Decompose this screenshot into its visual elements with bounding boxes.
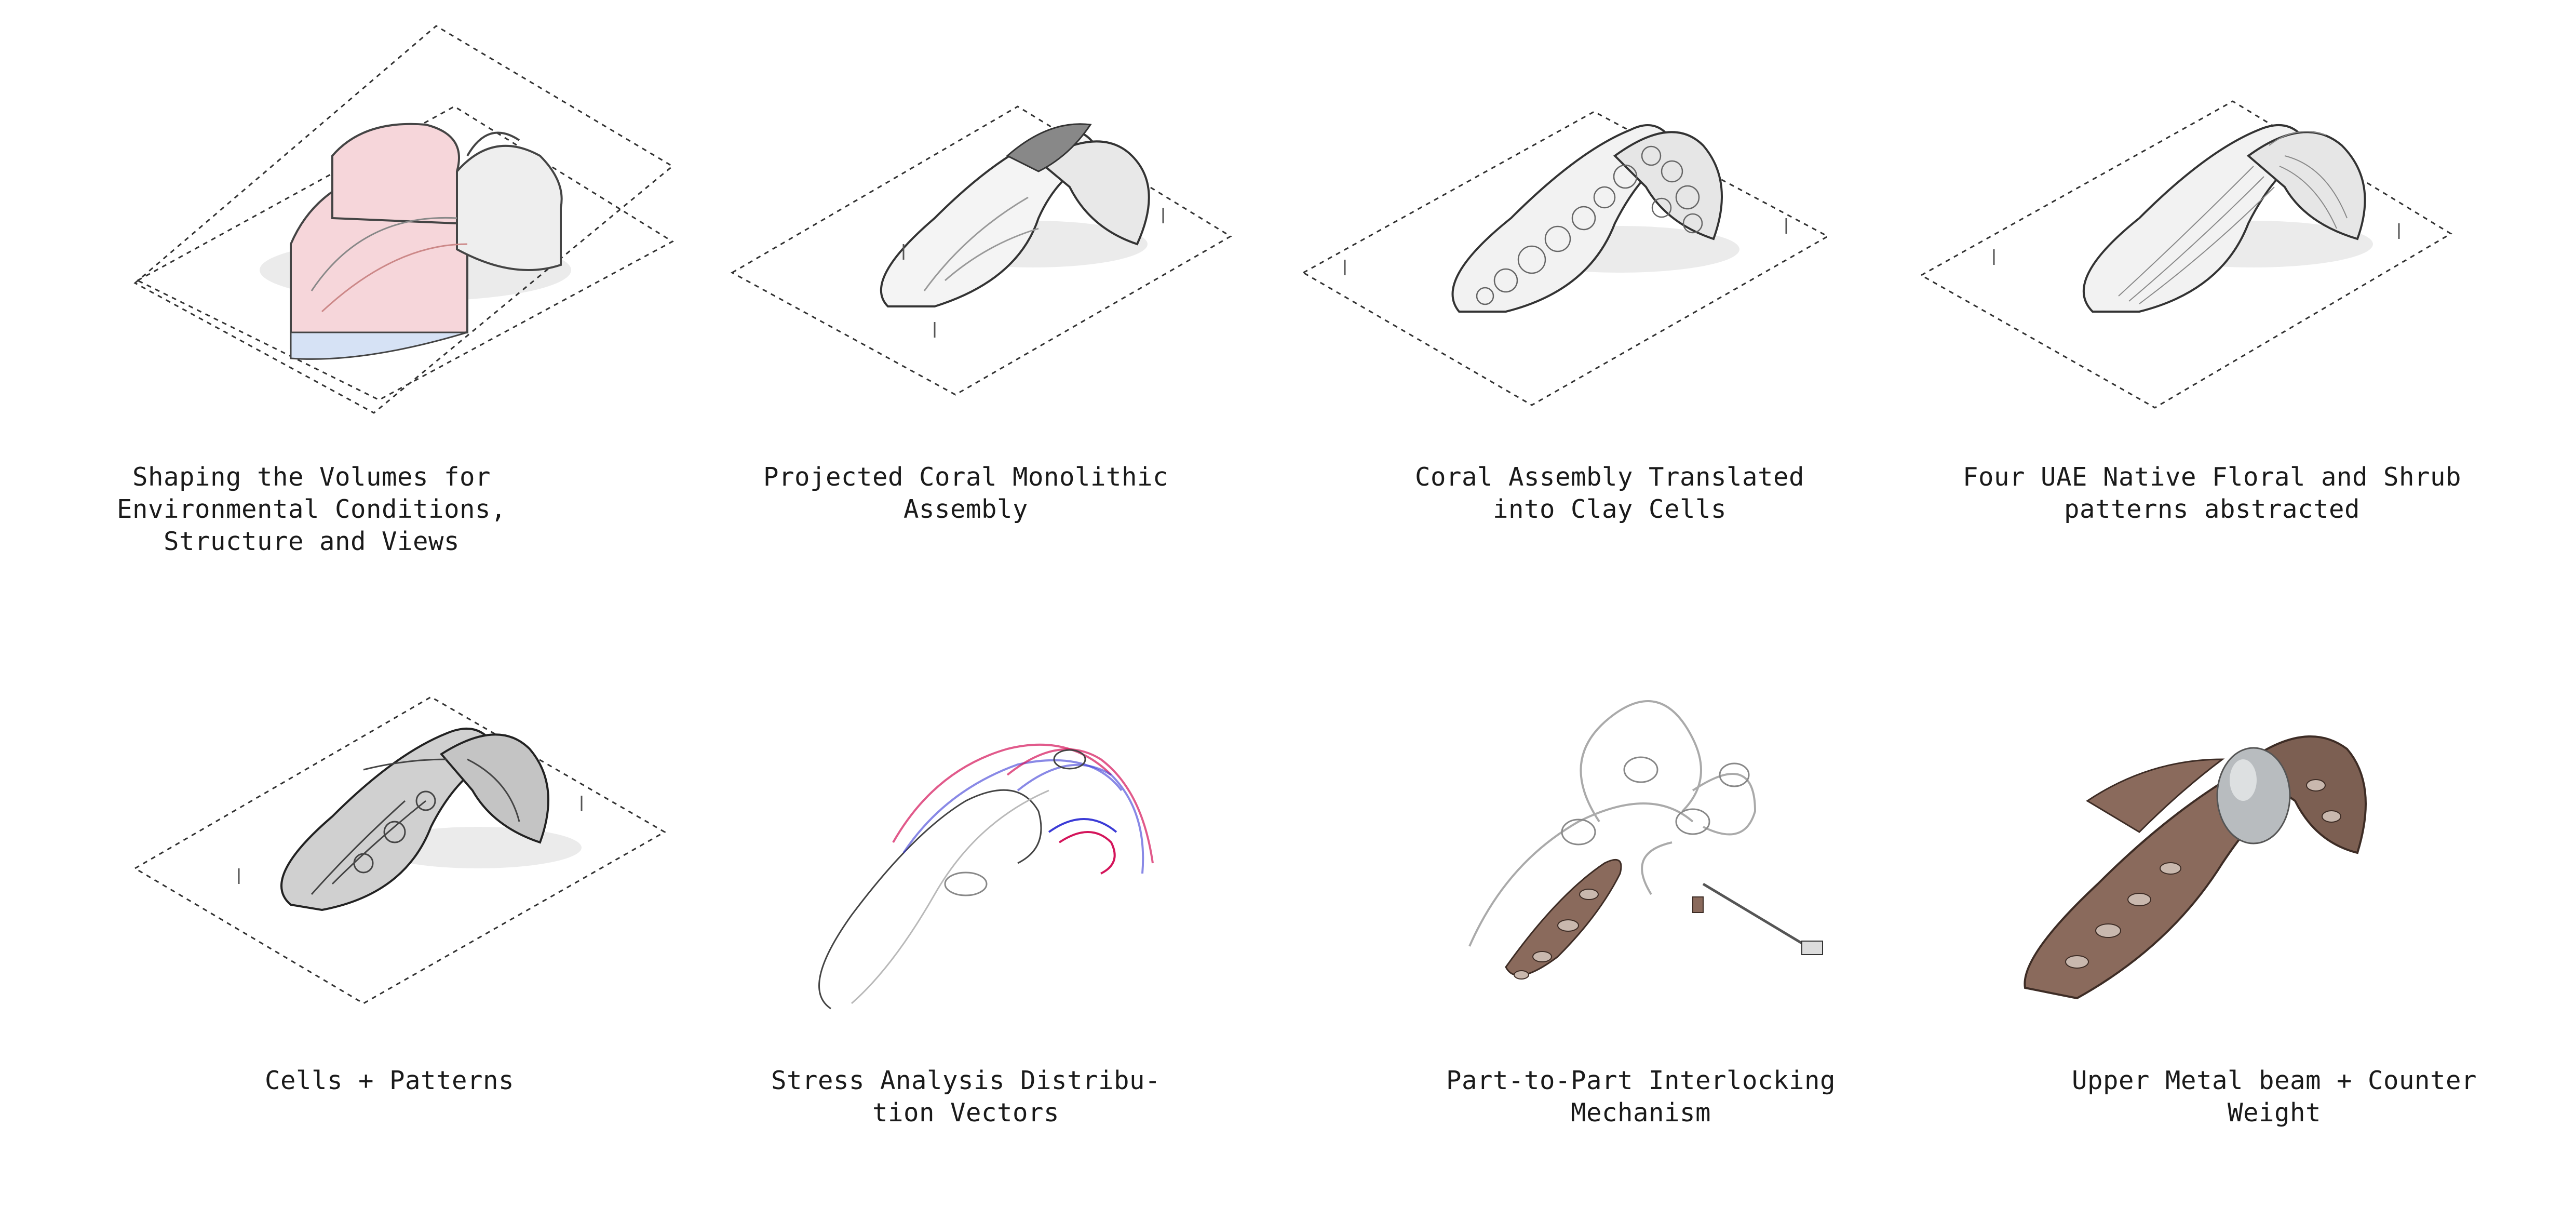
panel-caption: Stress Analysis Distribu- tion Vectors — [771, 1066, 1161, 1128]
floral-patterns-illustration — [1919, 100, 2452, 409]
panel-8: Upper Metal beam + Counter Weight — [1932, 604, 2575, 1207]
cells-patterns-illustration — [133, 696, 667, 1004]
panel-caption: Upper Metal beam + Counter Weight — [2071, 1066, 2477, 1128]
coral-monolith-illustration — [730, 105, 1232, 396]
stress-vectors-illustration — [818, 743, 1154, 1010]
panel-2: Projected Coral Monolithic Assembly — [644, 0, 1288, 604]
panel-4: Four UAE Native Floral and Shrub pattern… — [1919, 0, 2575, 604]
panel-caption: Projected Coral Monolithic Assembly — [763, 462, 1168, 524]
clay-cells-illustration — [1301, 111, 1830, 406]
panel-caption: Four UAE Native Floral and Shrub pattern… — [1962, 462, 2461, 524]
panel-7: Part-to-Part Interlocking Mechanism — [1288, 604, 1932, 1207]
panel-1: Shaping the Volumes for Environmental Co… — [0, 0, 674, 604]
interlocking-illustration — [1468, 700, 1823, 980]
metal-beam-illustration — [2024, 735, 2367, 1000]
panel-6: Stress Analysis Distribu- tion Vectors — [644, 604, 1288, 1207]
panel-5: Cells + Patterns — [0, 604, 667, 1207]
volume-massing-illustration — [133, 25, 674, 414]
panel-caption: Coral Assembly Translated into Clay Cell… — [1414, 462, 1804, 524]
panel-3: Coral Assembly Translated into Clay Cell… — [1288, 0, 1932, 604]
panel-caption: Shaping the Volumes for Environmental Co… — [116, 462, 506, 556]
panel-caption: Part-to-Part Interlocking Mechanism — [1446, 1066, 1836, 1128]
panel-caption: Cells + Patterns — [264, 1066, 514, 1095]
